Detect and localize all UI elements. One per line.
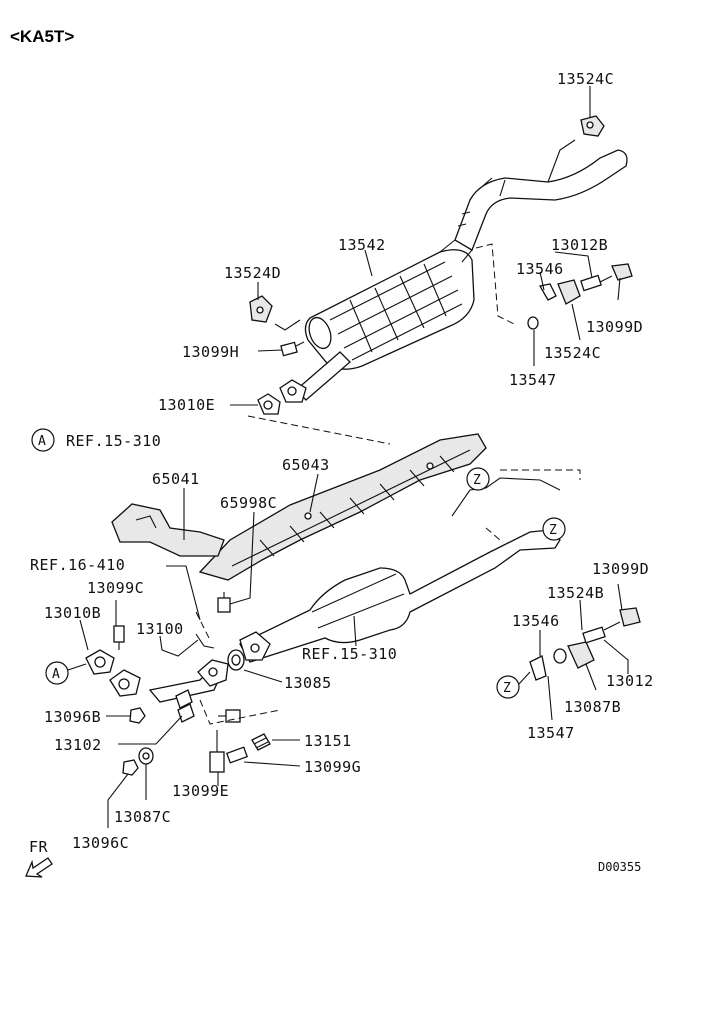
- marker-a-left-leader: [67, 663, 87, 671]
- label-13087C: 13087C: [114, 808, 171, 826]
- ref-line-7: [451, 477, 561, 517]
- main-muffler: [274, 239, 475, 401]
- marker-z3-leader: [518, 671, 531, 685]
- hanger-assembly-top: [527, 263, 633, 330]
- label-13099D-right: 13099D: [592, 560, 649, 578]
- bolt-65998C: [217, 592, 231, 613]
- hanger-assembly-right: [529, 607, 641, 681]
- bolt-13099C: [113, 625, 125, 650]
- label-13087B: 13087B: [564, 698, 621, 716]
- label-13099C: 13099C: [87, 579, 144, 597]
- front-arrow-icon: [25, 857, 53, 878]
- label-13547-top: 13547: [509, 371, 557, 389]
- nut-13096B: [129, 707, 146, 724]
- label-ref-15-310-cat: REF.15-310: [302, 645, 397, 663]
- spring-13151: [251, 733, 271, 751]
- label-13099D-top: 13099D: [586, 318, 643, 336]
- marker-a-left: A: [52, 667, 60, 682]
- label-13524C-mid: 13524C: [544, 344, 601, 362]
- direction-label: FR: [29, 838, 49, 856]
- ref-line-6: [199, 699, 281, 725]
- tail-pipe: [454, 139, 628, 251]
- label-13012: 13012: [606, 672, 654, 690]
- marker-z2-circle: [542, 517, 566, 541]
- label-13102: 13102: [54, 736, 102, 754]
- bolt-13099E: [209, 709, 241, 773]
- marker-a-top: A: [38, 434, 46, 449]
- label-13524C-top: 13524C: [557, 70, 614, 88]
- label-13524D: 13524D: [224, 264, 281, 282]
- marker-z2: Z: [549, 523, 557, 538]
- label-13099E: 13099E: [172, 782, 229, 800]
- hanger-13524C-top: [580, 115, 605, 137]
- label-65043: 65043: [282, 456, 330, 474]
- marker-a-top-circle: [31, 428, 55, 452]
- label-65041: 65041: [152, 470, 200, 488]
- label-13546-top: 13546: [516, 260, 564, 278]
- label-13099G: 13099G: [304, 758, 361, 776]
- nut-13096C: [122, 759, 139, 776]
- label-ref-a: REF.15-310: [66, 432, 161, 450]
- marker-z3: Z: [503, 681, 511, 696]
- ref-line-2: [247, 415, 391, 445]
- label-13096B: 13096B: [44, 708, 101, 726]
- label-13096C: 13096C: [72, 834, 129, 852]
- label-13151: 13151: [304, 732, 352, 750]
- label-13010E: 13010E: [158, 396, 215, 414]
- model-code-header: <KA5T>: [10, 27, 74, 46]
- ref-line-5: [195, 611, 211, 641]
- label-13547-right: 13547: [527, 724, 575, 742]
- front-pipe-13100: [148, 633, 229, 703]
- label-13524B: 13524B: [547, 584, 604, 602]
- gasket-13010E: [257, 379, 307, 415]
- label-13546-right: 13546: [512, 612, 560, 630]
- ref-line-4: [485, 527, 501, 541]
- hanger-13524D: [249, 295, 273, 323]
- bolt-13099G: [225, 746, 249, 764]
- label-13099H: 13099H: [182, 343, 239, 361]
- label-65998C: 65998C: [220, 494, 277, 512]
- spring-13102: [175, 689, 195, 723]
- label-13100: 13100: [136, 620, 184, 638]
- label-13542: 13542: [338, 236, 386, 254]
- bolt-13099H: [280, 341, 305, 357]
- gasket-13085: [227, 649, 245, 671]
- label-13085: 13085: [284, 674, 332, 692]
- marker-z3-circle: [496, 675, 520, 699]
- diagram-code: D00355: [598, 860, 641, 874]
- catalytic-converter: [239, 529, 561, 663]
- label-13010B: 13010B: [44, 604, 101, 622]
- label-13012B: 13012B: [551, 236, 608, 254]
- label-ref-16-410: REF.16-410: [30, 556, 125, 574]
- leader-lines: [79, 86, 629, 828]
- washer-13087C: [138, 747, 154, 765]
- marker-z1-circle: [466, 467, 490, 491]
- marker-z1: Z: [473, 473, 481, 488]
- ref-line-3: [500, 469, 581, 480]
- marker-a-left-circle: [45, 661, 69, 685]
- heat-protector-65041: [111, 503, 225, 557]
- gasket-13010B: [85, 649, 141, 697]
- ref-line-1: [475, 243, 515, 325]
- heat-protector-65043: [198, 433, 487, 581]
